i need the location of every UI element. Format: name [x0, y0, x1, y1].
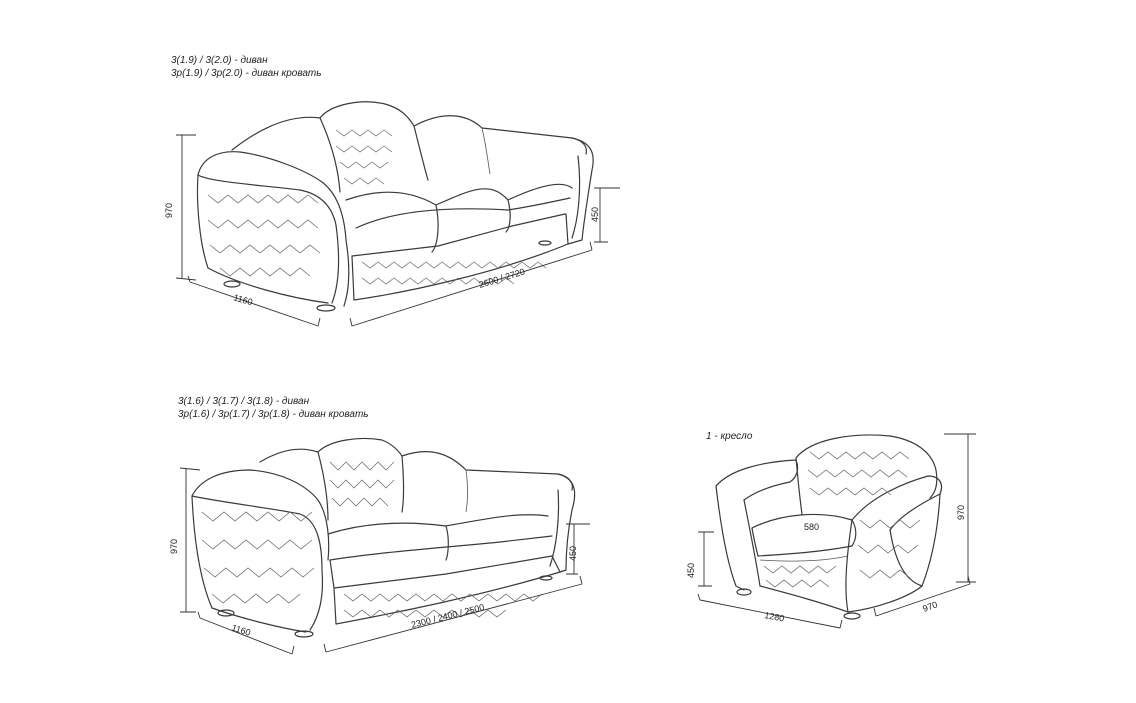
armchair-drawing — [697, 433, 976, 629]
sofa-small-caption-line2: 3р(1.6) / 3р(1.7) / 3р(1.8) - диван кров… — [178, 409, 369, 420]
sofa-large-drawing — [175, 101, 620, 327]
armchair-height-dim: 970 — [956, 505, 966, 520]
sofa-large-seat-dim: 450 — [590, 207, 600, 222]
armchair-width-dim: 1280 — [764, 610, 785, 623]
armchair-caption: 1 - кресло — [706, 431, 753, 442]
sofa-large-caption-line2: 3р(1.9) / 3р(2.0) - диван кровать — [171, 68, 322, 79]
sofa-large-height-dim: 970 — [164, 203, 174, 218]
sofa-small-drawing — [179, 437, 590, 655]
sofa-small-caption: 3(1.6) / 3(1.7) / 3(1.8) - диван 3р(1.6)… — [178, 395, 369, 421]
sofa-large-width-dim: 2600 / 2720 — [478, 266, 526, 289]
sofa-large-depth-dim: 1160 — [232, 292, 253, 307]
armchair-seat-height-dim: 450 — [686, 563, 696, 578]
sofa-small-seat-dim: 450 — [568, 546, 578, 561]
sofa-small-width-dim: 2300 / 2400 / 2500 — [410, 602, 485, 630]
sofa-large-caption-line1: 3(1.9) / 3(2.0) - диван — [171, 55, 268, 66]
sofa-small-caption-line1: 3(1.6) / 3(1.7) / 3(1.8) - диван — [178, 396, 310, 407]
sofa-small-height-dim: 970 — [169, 539, 179, 554]
sofa-large-caption: 3(1.9) / 3(2.0) - диван 3р(1.9) / 3р(2.0… — [171, 54, 322, 80]
armchair-depth-dim: 970 — [921, 599, 939, 614]
armchair-seat-depth-dim: 580 — [804, 522, 819, 532]
sofa-small-depth-dim: 1160 — [230, 622, 252, 637]
